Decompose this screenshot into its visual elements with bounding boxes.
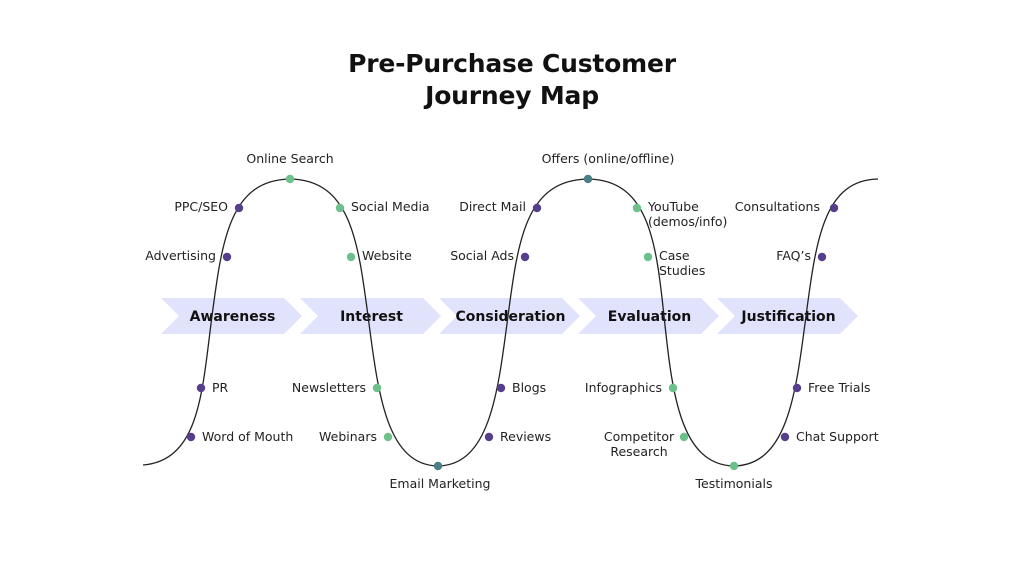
stage-label: Awareness [190, 309, 276, 325]
page-title: Pre-Purchase Customer Journey Map [0, 48, 1024, 112]
touchpoint: Reviews [484, 429, 551, 444]
journey-curve [142, 178, 879, 467]
touchpoint-label: Email Marketing [390, 476, 491, 491]
touchpoint-dot [372, 383, 382, 393]
touchpoint-dot [335, 203, 345, 213]
stage-evaluation: Evaluation [578, 298, 719, 334]
touchpoint-dot [433, 461, 443, 471]
stage-chevron [161, 298, 302, 334]
touchpoint-label: Social Ads [450, 248, 514, 263]
stage-consideration: Consideration [439, 298, 580, 334]
touchpoint-dot [496, 383, 506, 393]
touchpoint-label: FAQ’s [776, 248, 811, 263]
touchpoint-label: Webinars [319, 429, 377, 444]
touchpoint-dot [346, 252, 356, 262]
stages-layer: Awareness Interest Consideration Evaluation… [161, 298, 858, 334]
touchpoint-dot [532, 203, 542, 213]
stage-chevron [300, 298, 441, 334]
touchpoint: Testimonials [695, 461, 773, 491]
touchpoint-label: Direct Mail [459, 199, 526, 214]
touchpoint: Consultations [735, 199, 839, 214]
touchpoint-label: Testimonials [695, 476, 773, 491]
touchpoint-label: Online Search [246, 151, 333, 166]
touchpoint: Infographics [585, 380, 678, 395]
touchpoint-dot [780, 432, 790, 442]
touchpoint-dot [643, 252, 653, 262]
touchpoint-label: Chat Support [796, 429, 879, 444]
touchpoint-dot [186, 432, 196, 442]
touchpoint-label: Competitor [604, 429, 675, 444]
touchpoint: Online Search [246, 151, 334, 184]
touchpoint-dot [583, 174, 593, 184]
touchpoint: Word of Mouth [186, 429, 293, 444]
touchpoint: Direct Mail [459, 199, 542, 214]
touchpoint-label: PR [212, 380, 229, 395]
touchpoint-dot [668, 383, 678, 393]
touchpoint-dot [285, 174, 295, 184]
touchpoint: Chat Support [780, 429, 879, 444]
touchpoint-label: Studies [659, 263, 705, 278]
touchpoint: FAQ’s [776, 248, 827, 263]
touchpoint: PPC/SEO [174, 199, 244, 214]
touchpoint-dot [729, 461, 739, 471]
touchpoint: PR [196, 380, 229, 395]
stage-label: Evaluation [608, 309, 691, 325]
touchpoint-label: Blogs [512, 380, 546, 395]
stage-chevron [717, 298, 858, 334]
touchpoint-label: Offers (online/offline) [542, 151, 675, 166]
touchpoint-label: Newsletters [292, 380, 366, 395]
stage-chevron [439, 298, 580, 334]
touchpoint-label: Case [659, 248, 690, 263]
touchpoint-dot [222, 252, 232, 262]
touchpoint: Free Trials [792, 380, 871, 395]
touchpoint-label: Consultations [735, 199, 820, 214]
touchpoint-dot [632, 203, 642, 213]
touchpoint-dot [817, 252, 827, 262]
touchpoint-label: PPC/SEO [174, 199, 228, 214]
touchpoint-label: YouTube [647, 199, 699, 214]
touchpoint-label: Word of Mouth [202, 429, 293, 444]
touchpoint: YouTube(demos/info) [632, 199, 727, 229]
touchpoint: Advertising [145, 248, 232, 263]
touchpoint-dot [520, 252, 530, 262]
touchpoint-dot [484, 432, 494, 442]
stage-chevron [578, 298, 719, 334]
touchpoint-label: Social Media [351, 199, 430, 214]
touchpoint-dot [679, 432, 689, 442]
touchpoint-label: Website [362, 248, 412, 263]
stage-label: Consideration [456, 309, 566, 325]
touchpoint: Newsletters [292, 380, 382, 395]
touchpoint-label: Advertising [145, 248, 216, 263]
touchpoint-dot [196, 383, 206, 393]
touchpoint: Blogs [496, 380, 546, 395]
title-line-2: Journey Map [425, 81, 599, 110]
stage-awareness: Awareness [161, 298, 302, 334]
touchpoints-layer: Word of Mouth PR Advertising PPC/SEO Online … [145, 151, 878, 491]
stage-label: Interest [340, 309, 403, 325]
touchpoint-label: Free Trials [808, 380, 871, 395]
touchpoint-dot [829, 203, 839, 213]
touchpoint-label: Reviews [500, 429, 551, 444]
touchpoint: Webinars [319, 429, 393, 444]
stage-label: Justification [740, 309, 835, 325]
touchpoint-label: Infographics [585, 380, 662, 395]
touchpoint-dot [234, 203, 244, 213]
touchpoint: Offers (online/offline) [542, 151, 675, 184]
touchpoint-label: (demos/info) [648, 214, 727, 229]
touchpoint: Social Media [335, 199, 430, 214]
touchpoint: Social Ads [450, 248, 530, 263]
stage-interest: Interest [300, 298, 441, 334]
touchpoint: Website [346, 248, 412, 263]
touchpoint-label: Research [610, 444, 667, 459]
touchpoint-dot [383, 432, 393, 442]
stage-justification: Justification [717, 298, 858, 334]
title-line-1: Pre-Purchase Customer [348, 49, 676, 78]
touchpoint-dot [792, 383, 802, 393]
touchpoint: Email Marketing [390, 461, 491, 491]
